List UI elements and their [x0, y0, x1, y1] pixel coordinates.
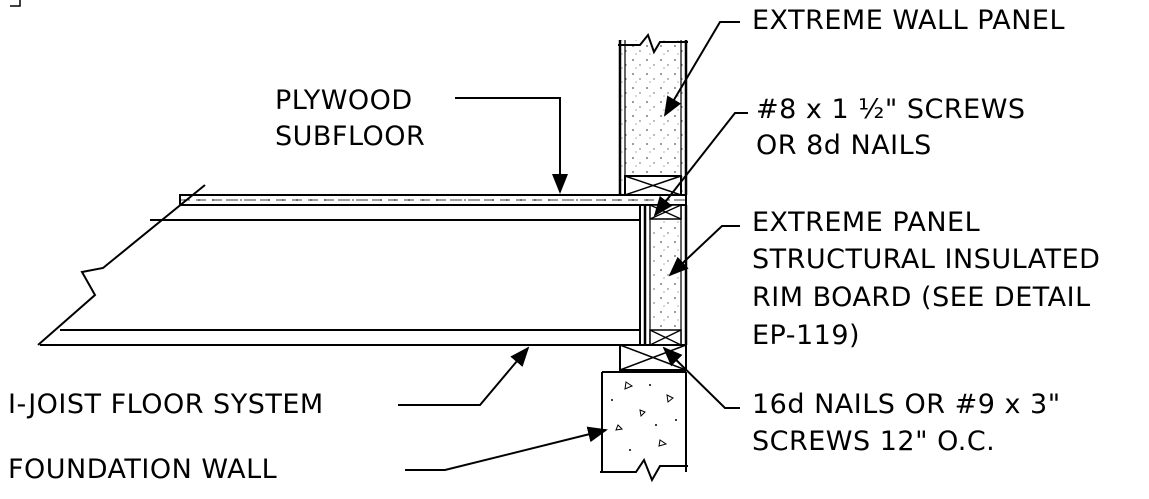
label-foundation: FOUNDATION WALL: [8, 454, 278, 485]
leader-extreme-wall-panel: [663, 21, 740, 117]
label-nails-line2: SCREWS 12" O.C.: [752, 426, 996, 457]
label-extreme-wall-panel: EXTREME WALL PANEL: [752, 5, 1066, 36]
extreme-wall-panel: [618, 32, 688, 196]
rim-board: [643, 204, 688, 346]
label-nails-line1: 16d NAILS OR #9 x 3": [752, 389, 1061, 420]
leader-nails: [662, 346, 740, 409]
label-rim-line1: EXTREME PANEL: [752, 207, 981, 238]
leader-foundation: [405, 426, 608, 471]
i-joist: [37, 184, 641, 346]
label-screws-line1: #8 x 1 ½" SCREWS: [756, 94, 1026, 125]
sill-plate: [619, 344, 687, 371]
label-plywood-line2: SUBFLOOR: [275, 121, 426, 152]
label-ijoist: I-JOIST FLOOR SYSTEM: [8, 389, 324, 420]
plywood-subfloor: [179, 194, 687, 206]
label-rim-line4: EP-119): [752, 320, 861, 351]
leader-screws: [653, 112, 748, 217]
leader-ijoist: [398, 346, 530, 406]
label-screws-line2: OR 8d NAILS: [756, 130, 932, 161]
leader-plywood: [455, 97, 568, 194]
leader-lines: [398, 21, 748, 471]
label-rim-line2: STRUCTURAL INSULATED: [752, 244, 1101, 275]
label-plywood-line1: PLYWOOD: [275, 85, 413, 116]
foundation-wall: [600, 371, 688, 483]
cropped-mark: [10, 0, 21, 7]
label-rim-line3: RIM BOARD (SEE DETAIL: [752, 282, 1091, 313]
leader-rim-board: [668, 225, 740, 277]
